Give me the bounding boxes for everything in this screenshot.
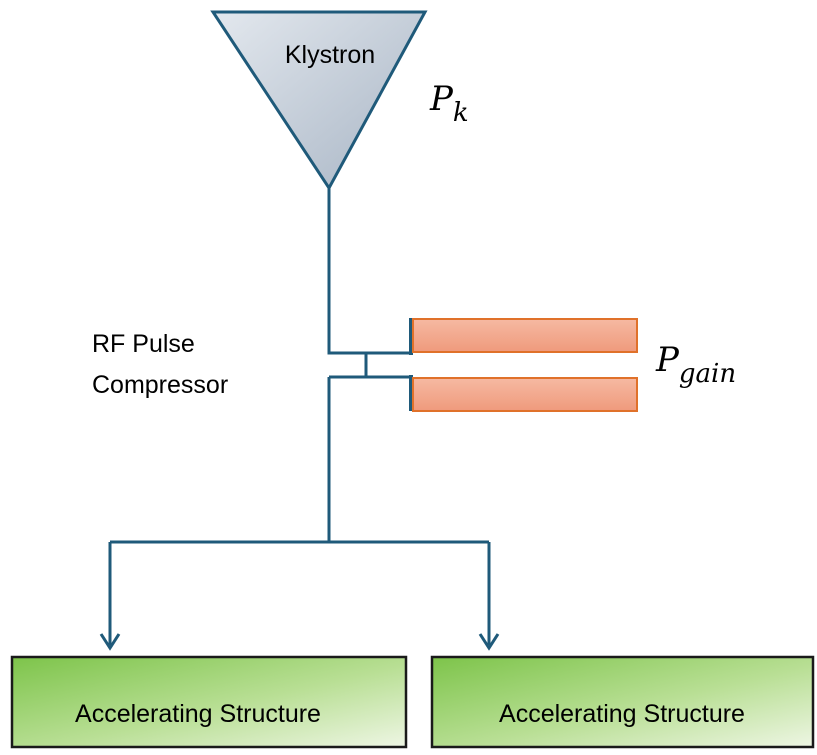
klystron-label: Klystron (285, 41, 375, 69)
compressor-label-line2: Compressor (92, 371, 228, 399)
klystron-shape (210, 10, 428, 191)
arrowhead-left (99, 633, 121, 651)
gain-power-label: Pgain (655, 340, 736, 389)
compressor-output-line (327, 375, 411, 542)
accelerating-structure-left (10, 655, 408, 749)
klystron-power-label: Pk (429, 79, 469, 128)
klystron-power-symbol: P (429, 79, 454, 119)
compressor-label: RF Pulse Compressor (92, 330, 228, 399)
accelerating-structure-right-label: Accelerating Structure (499, 700, 745, 728)
klystron-power-subscript: k (453, 98, 469, 128)
compressor-label-line1: RF Pulse (92, 330, 195, 358)
storage-cavity-lower (412, 377, 638, 412)
gain-power-subscript: gain (679, 359, 736, 389)
arrowhead-right (478, 633, 500, 651)
accelerating-structure-right (430, 655, 815, 749)
klystron-feed-line (327, 188, 411, 355)
storage-cavity-upper (412, 318, 638, 353)
gain-power-symbol: P (655, 340, 680, 380)
accelerating-structure-left-label: Accelerating Structure (75, 700, 321, 728)
waveguide-lines (108, 188, 491, 645)
